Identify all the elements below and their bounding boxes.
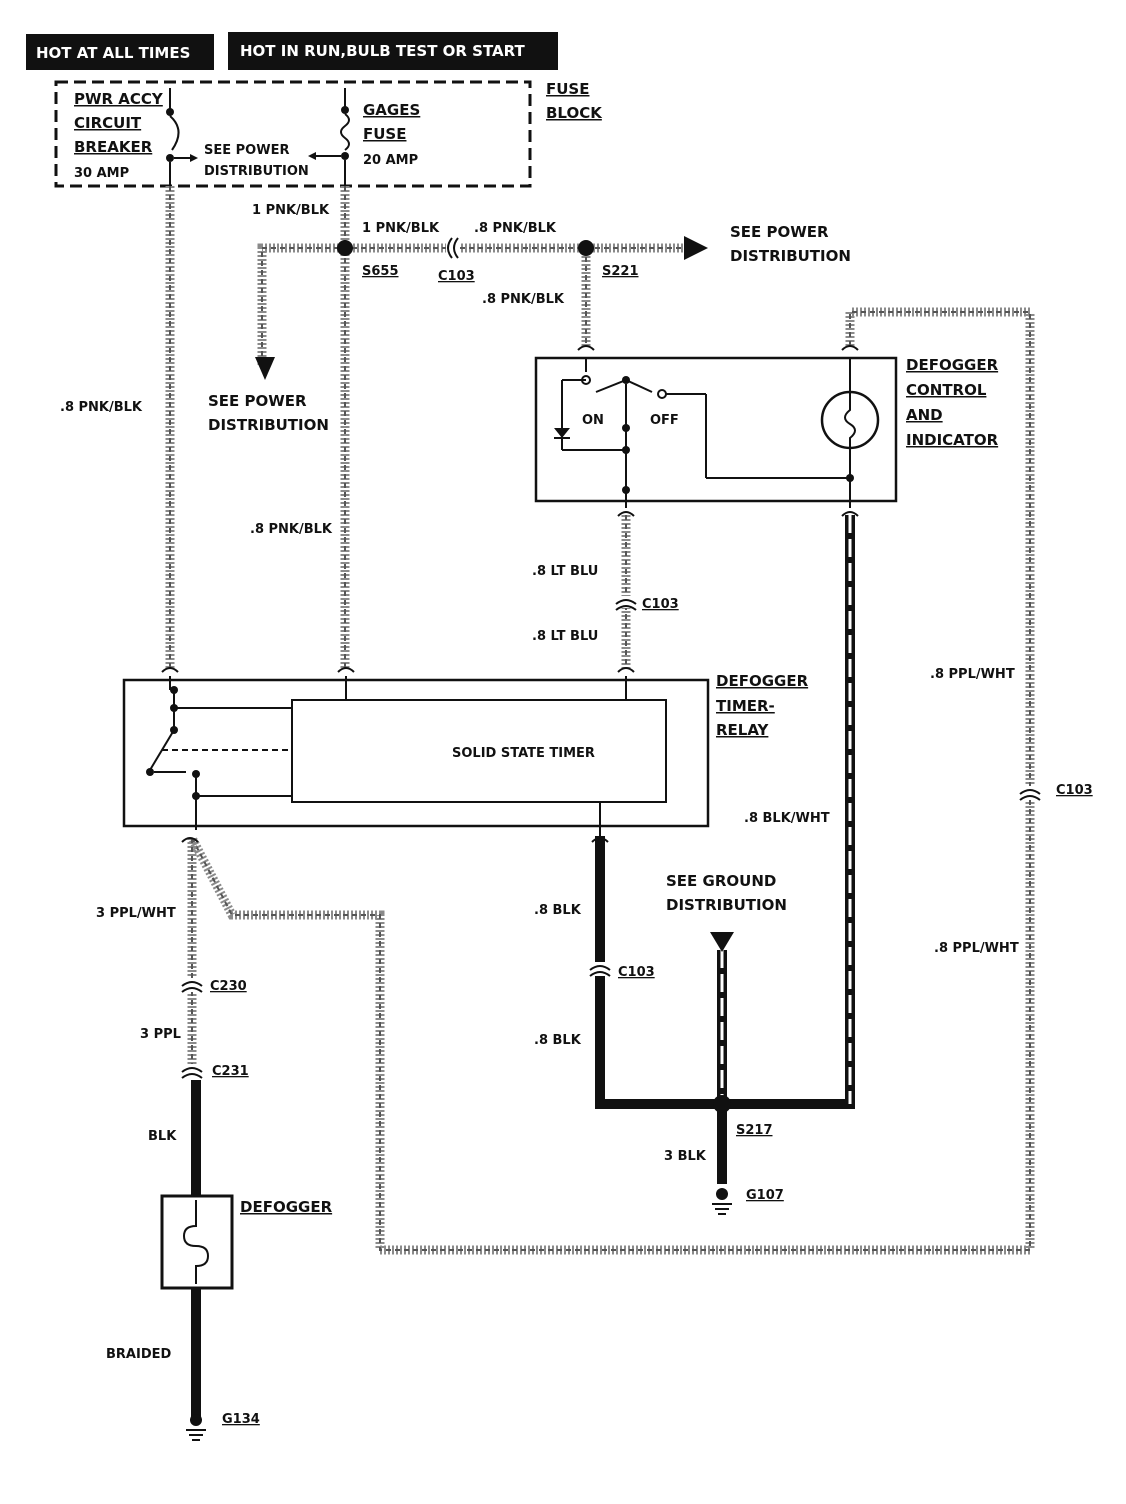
control-title-4: INDICATOR <box>906 431 999 449</box>
wire-label-w3: .8 PNK/BLK <box>474 221 557 236</box>
timer-relay-box <box>122 667 710 843</box>
ground-g107-icon <box>712 1188 732 1215</box>
header-hot-all-times-label: HOT AT ALL TIMES <box>36 44 190 62</box>
fuse-block-title-2: BLOCK <box>546 104 603 122</box>
wire-blk-wht <box>722 515 855 1109</box>
see-power-right-1: SEE POWER <box>730 223 829 241</box>
wire-label-w18: BRAIDED <box>106 1347 171 1362</box>
wire-label-w1: 1 PNK/BLK <box>252 203 330 218</box>
splice-s221-label: S221 <box>602 264 639 279</box>
connector-c103-top-label: C103 <box>438 269 475 284</box>
header-hot-run-label: HOT IN RUN,BULB TEST OR START <box>240 42 526 60</box>
gages-fuse-symbol <box>308 88 350 186</box>
see-power-mid-1: SEE POWER <box>208 392 307 410</box>
wire-label-w14: 3 BLK <box>664 1149 707 1164</box>
connector-c231-label: C231 <box>212 1064 249 1079</box>
wire-label-w13: .8 BLK <box>534 1033 582 1048</box>
solid-state-timer-label: SOLID STATE TIMER <box>452 746 595 761</box>
gages-label-2: FUSE <box>363 125 406 143</box>
wire-label-w10: .8 PPL/WHT <box>934 941 1019 956</box>
fuse-block-outline <box>54 80 532 188</box>
timer-title-2: TIMER- <box>716 697 775 715</box>
connector-c230 <box>181 978 203 993</box>
breaker-label-3: BREAKER <box>74 138 153 156</box>
switch-off-label: OFF <box>650 413 679 428</box>
circuit-breaker-symbol <box>166 88 180 186</box>
connector-c103-right-label: C103 <box>1056 783 1093 798</box>
ground-g134-label: G134 <box>222 1412 260 1427</box>
wire-label-w6: .8 PNK/BLK <box>250 522 333 537</box>
connector-c103-low <box>589 962 611 977</box>
splice-s221-dot <box>578 240 594 256</box>
control-title-3: AND <box>906 406 943 424</box>
breaker-label-2: CIRCUIT <box>74 114 142 132</box>
control-title-2: CONTROL <box>906 381 987 399</box>
wire-label-w15: 3 PPL/WHT <box>96 906 176 921</box>
see-ground-2: DISTRIBUTION <box>666 896 787 914</box>
fuse-block-title-1: FUSE <box>546 80 589 98</box>
see-power-mid-2: DISTRIBUTION <box>208 416 329 434</box>
header-hot-run: HOT IN RUN,BULB TEST OR START <box>228 32 558 70</box>
splice-s655-dot <box>337 240 353 256</box>
gages-amp: 20 AMP <box>363 153 418 168</box>
see-power-arrow-down <box>255 357 275 380</box>
wire-label-w12: .8 BLK <box>534 903 582 918</box>
see-power-fuse-1: SEE POWER <box>204 143 289 158</box>
splice-s217-label: S217 <box>736 1123 773 1138</box>
see-power-fuse-2: DISTRIBUTION <box>204 164 309 179</box>
defogger-element <box>160 1194 234 1290</box>
see-power-right-2: DISTRIBUTION <box>730 247 851 265</box>
wire-pnk-blk-horizontal <box>257 243 690 365</box>
splice-s217-dot <box>713 1095 731 1113</box>
wire-label-w7: .8 LT BLU <box>532 564 598 579</box>
control-title-1: DEFOGGER <box>906 356 999 374</box>
connector-c103-low-label: C103 <box>618 965 655 980</box>
ground-g134-icon <box>186 1414 206 1441</box>
wire-label-w17: BLK <box>148 1129 177 1144</box>
wire-label-w2: 1 PNK/BLK <box>362 221 440 236</box>
breaker-amp: 30 AMP <box>74 166 129 181</box>
connector-c231 <box>181 1064 203 1079</box>
wire-label-w8: .8 LT BLU <box>532 629 598 644</box>
wire-label-w11: .8 BLK/WHT <box>744 811 830 826</box>
wire-label-w4: .8 PNK/BLK <box>482 292 565 307</box>
connector-c103-mid <box>615 596 637 611</box>
wire-label-w9: .8 PPL/WHT <box>930 667 1015 682</box>
timer-title-3: RELAY <box>716 721 770 739</box>
header-hot-all-times: HOT AT ALL TIMES <box>26 34 214 70</box>
gages-label-1: GAGES <box>363 101 420 119</box>
breaker-label-1: PWR ACCY <box>74 90 164 108</box>
timer-title-1: DEFOGGER <box>716 672 809 690</box>
connector-c103-right <box>1019 786 1041 801</box>
defogger-label: DEFOGGER <box>240 1198 333 1216</box>
defogger-control-box <box>534 345 898 517</box>
see-power-arrow-right <box>684 236 708 260</box>
splice-s655-label: S655 <box>362 264 399 279</box>
see-power-arrow-1 <box>174 154 198 162</box>
wire-label-w16: 3 PPL <box>140 1027 181 1042</box>
connector-c103-mid-label: C103 <box>642 597 679 612</box>
wire-ppl-wht-loop <box>188 307 1035 1255</box>
connector-c103-top <box>446 237 460 259</box>
ground-dist-arrow <box>710 932 734 952</box>
wire-label-w5: .8 PNK/BLK <box>60 400 143 415</box>
ground-g107-label: G107 <box>746 1188 784 1203</box>
switch-on-label: ON <box>582 413 604 428</box>
connector-c230-label: C230 <box>210 979 247 994</box>
see-ground-1: SEE GROUND <box>666 872 776 890</box>
wire-blk-timer <box>595 836 722 1109</box>
